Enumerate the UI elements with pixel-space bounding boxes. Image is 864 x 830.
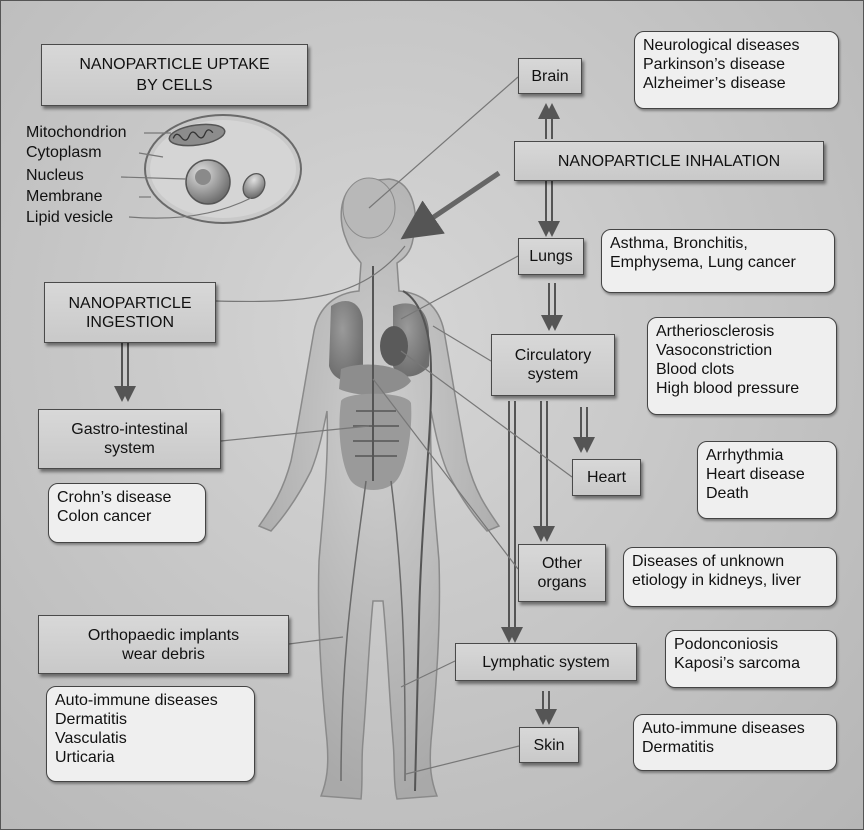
lymphatic-diseases-box: Podonconiosis Kaposi’s sarcoma [665,630,837,688]
gastro-diseases-box: Crohn’s disease Colon cancer [48,483,206,543]
disease-item: Podonconiosis [674,635,828,654]
disease-item: Blood clots [656,360,828,379]
disease-item: Kaposi’s sarcoma [674,654,828,673]
disease-item: Neurological diseases [643,36,830,55]
orthopaedic-implants-box: Orthopaedic implants wear debris [38,615,289,674]
circulatory-diseases-box: Artheriosclerosis Vasoconstriction Blood… [647,317,837,415]
lungs-box: Lungs [518,238,584,275]
brain-box: Brain [518,58,582,94]
gastro-label-line2: system [104,439,155,458]
disease-item: Death [706,484,828,503]
circulatory-label-line1: Circulatory [515,346,591,365]
lungs-label: Lungs [529,247,573,266]
label-membrane: Membrane [26,188,102,206]
circulatory-system-box: Circulatory system [491,334,615,396]
disease-item: Asthma, Bronchitis, [610,234,826,253]
label-nucleus: Nucleus [26,167,84,185]
skin-box: Skin [519,727,579,763]
disease-item: Auto-immune diseases [642,719,828,738]
ingestion-label-line1: NANOPARTICLE [69,294,192,313]
cell-uptake-title-line2: BY CELLS [136,75,212,96]
label-lipid-vesicle: Lipid vesicle [26,209,113,227]
gastro-label-line1: Gastro-intestinal [71,420,188,439]
disease-item: High blood pressure [656,379,828,398]
disease-item: Colon cancer [57,507,197,526]
heart-box: Heart [572,459,641,496]
disease-item: Dermatitis [642,738,828,757]
gastro-intestinal-box: Gastro-intestinal system [38,409,221,469]
ingestion-label-line2: INGESTION [86,313,174,332]
disease-item: Emphysema, Lung cancer [610,253,826,272]
cell-uptake-title-line1: NANOPARTICLE UPTAKE [79,54,269,75]
heart-shape [380,326,408,366]
disease-item: Diseases of unknown [632,552,828,571]
lymphatic-system-box: Lymphatic system [455,643,637,681]
ingestion-box: NANOPARTICLE INGESTION [44,282,216,343]
brain-diseases-box: Neurological diseases Parkinson’s diseas… [634,31,839,109]
implant-diseases-box: Auto-immune diseases Dermatitis Vasculat… [46,686,255,782]
implants-label-line1: Orthopaedic implants [88,626,239,645]
disease-item: Arrhythmia [706,446,828,465]
disease-item: Vasculatis [55,729,246,748]
lung-diseases-box: Asthma, Bronchitis, Emphysema, Lung canc… [601,229,835,293]
disease-item: Vasoconstriction [656,341,828,360]
implants-label-line2: wear debris [122,645,205,664]
disease-item: etiology in kidneys, liver [632,571,828,590]
disease-item: Alzheimer’s disease [643,74,830,93]
label-mitochondrion: Mitochondrion [26,124,127,142]
circulatory-label-line2: system [528,365,579,384]
cell-uptake-title: NANOPARTICLE UPTAKE BY CELLS [41,44,308,106]
disease-item: Dermatitis [55,710,246,729]
disease-item: Urticaria [55,748,246,767]
heart-diseases-box: Arrhythmia Heart disease Death [697,441,837,519]
disease-item: Artheriosclerosis [656,322,828,341]
lymphatic-label: Lymphatic system [482,653,609,672]
disease-item: Heart disease [706,465,828,484]
other-organs-label-line2: organs [538,573,587,592]
label-cytoplasm: Cytoplasm [26,144,102,162]
skin-diseases-box: Auto-immune diseases Dermatitis [633,714,837,771]
other-organs-box: Other organs [518,544,606,602]
inhalation-box: NANOPARTICLE INHALATION [514,141,824,181]
brain-label: Brain [531,67,568,86]
disease-item: Auto-immune diseases [55,691,246,710]
skin-label: Skin [533,736,564,755]
other-organs-label-line1: Other [542,554,582,573]
cell-illustration [121,115,301,223]
inhalation-arrow [413,173,499,231]
other-organs-diseases-box: Diseases of unknown etiology in kidneys,… [623,547,837,607]
heart-label: Heart [587,468,626,487]
inhalation-label: NANOPARTICLE INHALATION [558,152,780,171]
disease-item: Parkinson’s disease [643,55,830,74]
disease-item: Crohn’s disease [57,488,197,507]
